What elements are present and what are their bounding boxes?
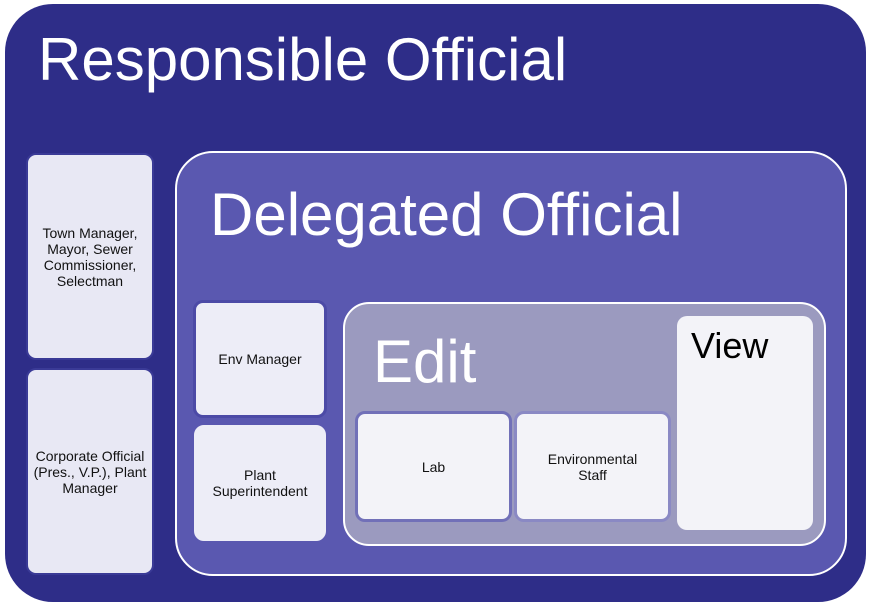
view-title: View <box>691 325 769 366</box>
role-box-plant-superintendent: Plant Superintendent <box>194 425 326 541</box>
role-label: Town Manager, Mayor, Sewer Commissioner,… <box>42 224 138 289</box>
delegated-official-title: Delegated Official <box>210 181 683 248</box>
edit-title: Edit <box>373 328 477 395</box>
role-label: Env Manager <box>218 351 302 367</box>
role-box-environmental-staff: Environmental Staff <box>514 411 671 522</box>
role-label: Corporate Official (Pres., V.P.), Plant … <box>33 447 147 496</box>
role-label: Environmental Staff <box>547 450 638 483</box>
responsible-official-title: Responsible Official <box>38 26 568 93</box>
role-label: Lab <box>421 458 446 475</box>
role-box-corporate-official: Corporate Official (Pres., V.P.), Plant … <box>26 368 154 575</box>
view-box <box>677 316 813 530</box>
role-box-lab: Lab <box>355 411 512 522</box>
role-label: Plant Superintendent <box>212 467 308 499</box>
role-box-town-manager: Town Manager, Mayor, Sewer Commissioner,… <box>26 153 154 360</box>
role-box-env-manager: Env Manager <box>193 300 327 418</box>
